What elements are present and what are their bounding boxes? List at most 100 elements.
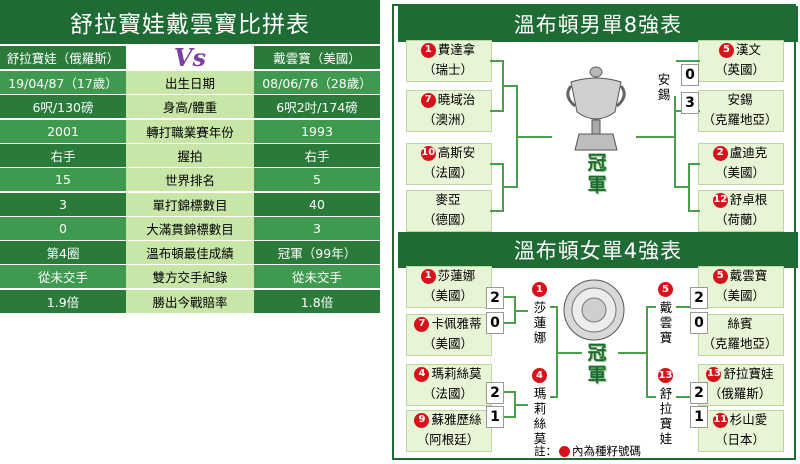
finalist-name: 莎蓮娜 [533, 300, 547, 345]
bracket-line [504, 416, 514, 418]
bracket-line [502, 85, 516, 87]
seed-badge: 7 [420, 92, 436, 108]
seed-badge: 13 [706, 366, 722, 382]
player-country: （澳洲） [422, 112, 473, 127]
men-winner-label: 安錫 [657, 72, 671, 102]
seed-badge: 10 [420, 145, 436, 161]
row-label: 握拍 [126, 143, 254, 167]
men-champion-label: 冠軍 [587, 152, 607, 196]
bracket-line [648, 306, 656, 308]
right-value: 40 [254, 192, 380, 216]
player-name: 莎蓮娜 [437, 268, 476, 283]
player-box [698, 266, 784, 308]
player-entry: 安錫 （克羅地亞） [700, 90, 780, 130]
player-box [406, 410, 492, 452]
bracket-line [490, 210, 502, 212]
note-prefix: 註： [534, 444, 557, 458]
row-label: 身高/體重 [126, 95, 254, 119]
bracket-line [688, 210, 700, 212]
seed-badge: 1 [420, 42, 436, 58]
left-value: 0 [0, 216, 126, 240]
player-country: （法國） [422, 165, 473, 180]
player-box [406, 190, 492, 232]
seed-badge: 1 [532, 282, 547, 297]
player-country: （英國） [714, 62, 765, 77]
player-name: 安錫 [727, 92, 753, 107]
bracket-line [674, 96, 676, 188]
seed-dot-icon [559, 445, 570, 457]
player-entry: 絲賓（克羅地亞） [700, 314, 780, 354]
women-trophy-icon [563, 279, 625, 341]
player-country: （法國） [422, 386, 473, 401]
score-box: 1 [486, 406, 504, 428]
seed-badge: 5 [712, 268, 728, 284]
right-value: 6呎2吋/174磅 [254, 95, 380, 119]
player-name: 費達拿 [437, 42, 476, 57]
bracket-line [502, 186, 516, 188]
player-box [698, 314, 784, 356]
bracket-line [674, 186, 690, 188]
bracket-line [490, 110, 502, 112]
player-country: （日本） [714, 432, 765, 447]
player-name: 曉域治 [437, 92, 476, 107]
player-name: 舒拉寶娃 [723, 366, 774, 381]
bracket-line [550, 396, 556, 398]
score-box: 0 [690, 312, 708, 334]
right-value: 3 [254, 216, 380, 240]
player-box [406, 90, 492, 132]
seed-badge: 5 [658, 282, 673, 297]
player-name-row: 絲賓 [700, 314, 780, 334]
bracket-line [676, 396, 690, 398]
player-country: （阿根廷） [416, 432, 480, 447]
score-box: 3 [681, 92, 699, 114]
player-country: （荷蘭） [714, 212, 765, 227]
player-country: （克羅地亞） [702, 112, 778, 127]
finalist-name: 瑪莉絲莫 [533, 386, 547, 446]
row-label: 大滿貫錦標數目 [126, 216, 254, 240]
seed-badge: 4 [414, 366, 430, 382]
finalist-name: 戴雲寶 [659, 300, 673, 345]
table-row: 從未交手雙方交手紀錄從未交手 [0, 265, 380, 289]
score-box: 2 [486, 287, 504, 309]
left-value: 右手 [0, 143, 126, 167]
right-value: 5 [254, 168, 380, 192]
player-box [406, 266, 492, 308]
vs-cell [126, 46, 254, 69]
bracket-line [556, 352, 582, 354]
left-value: 2001 [0, 119, 126, 143]
left-value: 1.9倍 [0, 289, 126, 313]
player-name: 舒卓根 [729, 192, 768, 207]
seed-badge: 2 [712, 145, 728, 161]
player-name-row: 麥亞 [408, 190, 488, 210]
note-suffix: 內為種籽號碼 [572, 444, 641, 458]
right-value: 08/06/76（28歲） [254, 71, 380, 94]
player-name: 漢文 [735, 42, 761, 57]
seed-badge: 5 [718, 42, 734, 58]
player-country: （美國） [422, 336, 473, 351]
men-bracket-title: 溫布頓男單8強表 [398, 6, 798, 42]
player-right-header: 戴雲寶（美國） [254, 46, 380, 69]
player-left-header: 舒拉寶娃（俄羅斯） [0, 46, 126, 69]
score-box: 1 [690, 406, 708, 428]
right-value: 冠軍（99年） [254, 241, 380, 265]
